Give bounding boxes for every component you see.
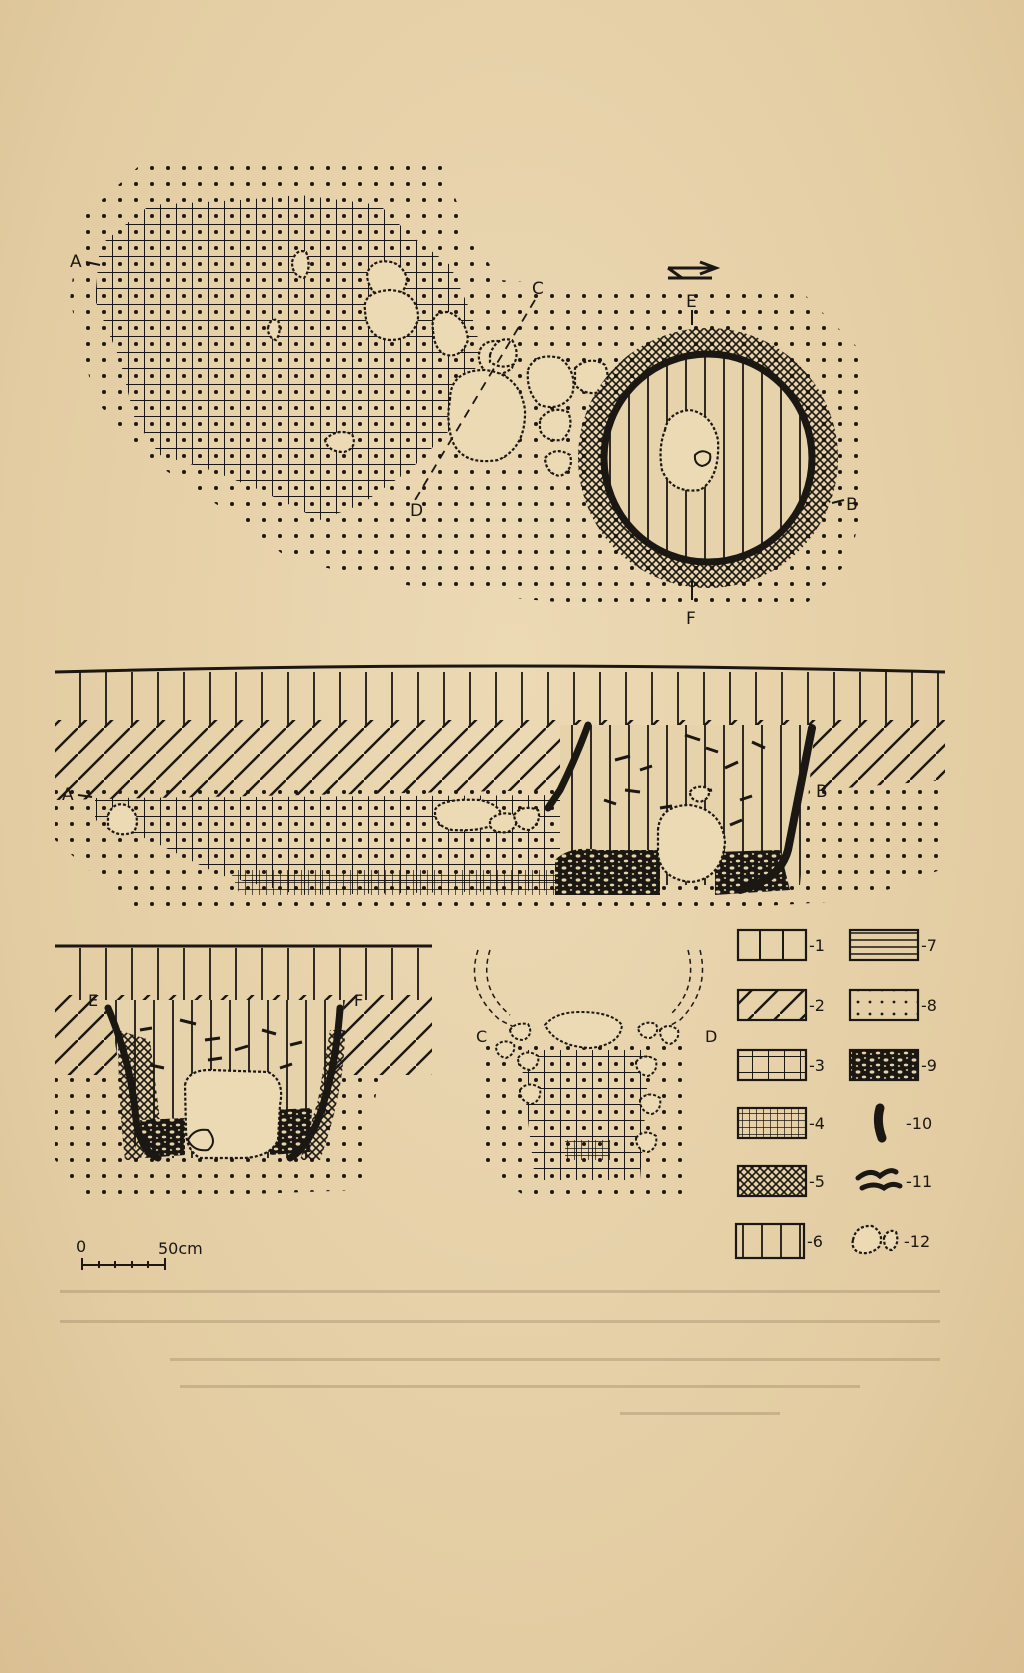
section-ef-charcoal-flecks xyxy=(139,1018,303,1070)
plan-view: A B C D E F xyxy=(70,160,870,629)
section-ef-topsoil xyxy=(55,948,432,1000)
section-ab-surface-line xyxy=(54,664,946,674)
legend-item-10: -10 xyxy=(873,1103,932,1143)
section-ab-gravel xyxy=(555,848,660,895)
north-arrow xyxy=(667,260,721,280)
plan-label-b: B xyxy=(846,495,858,515)
section-cd-label-c: C xyxy=(476,1027,487,1046)
section-ef-label-e: E xyxy=(88,991,98,1010)
section-cd-outline-right xyxy=(661,949,704,1031)
plan-label-e: E xyxy=(686,292,697,312)
section-cd-label-d: D xyxy=(705,1027,717,1046)
legend-label-8: -8 xyxy=(921,996,937,1015)
section-cd-stones xyxy=(494,1010,680,1154)
legend-label-2: -2 xyxy=(809,996,825,1015)
plan-tick-b xyxy=(831,499,845,504)
section-ab-pit-wall-left xyxy=(544,721,592,812)
legend-label-4: -4 xyxy=(809,1114,825,1133)
legend-label-6: -6 xyxy=(807,1232,823,1251)
plan-label-a: A xyxy=(70,252,82,272)
section-ab-stones xyxy=(106,785,727,884)
legend-item-8: -8 xyxy=(848,988,937,1022)
legend-item-7: -7 xyxy=(848,928,937,962)
legend-item-6: -6 xyxy=(734,1222,823,1260)
plan-label-d: D xyxy=(410,501,423,521)
section-ef-wall-left xyxy=(104,1004,162,1162)
legend-item-5: -5 xyxy=(736,1164,825,1198)
legend-item-1: -1 xyxy=(736,928,825,962)
legend-label-10: -10 xyxy=(906,1114,932,1133)
legend-item-12: -12 xyxy=(851,1224,930,1255)
section-ab-topsoil xyxy=(55,672,945,725)
bleed-through-line xyxy=(180,1385,860,1388)
section-cd: C D xyxy=(473,949,717,1200)
section-ef-label-f: F xyxy=(354,991,363,1010)
section-ab-label-b: B xyxy=(816,782,828,802)
scale-bar-ticks xyxy=(81,1258,166,1270)
section-ab-pit-wall-right xyxy=(736,724,816,894)
section-cd-outline-left-inner xyxy=(486,949,511,1016)
section-ab-fine-grid xyxy=(230,870,560,895)
bleed-through-line xyxy=(60,1320,940,1323)
legend-item-2: -2 xyxy=(736,988,825,1022)
bleed-through-line xyxy=(170,1358,940,1361)
section-ef: E F xyxy=(55,944,432,1200)
section-cd-grid xyxy=(520,1050,650,1180)
section-line-cd xyxy=(414,299,536,501)
legend-label-7: -7 xyxy=(921,936,937,955)
legend-label-5: -5 xyxy=(809,1172,825,1191)
section-ef-wall-right xyxy=(286,1004,344,1162)
scale-bar-end: 50cm xyxy=(158,1239,203,1258)
bleed-through-line xyxy=(620,1412,780,1415)
scale-bar-start: 0 xyxy=(76,1237,86,1256)
pit-central-stone xyxy=(659,408,720,492)
legend-label-3: -3 xyxy=(809,1056,825,1075)
section-ab: A B xyxy=(54,664,946,915)
legend-item-3: -3 xyxy=(736,1048,825,1082)
section-ab-tick-a xyxy=(77,794,93,798)
legend-label-1: -1 xyxy=(809,936,825,955)
legend-item-11: -11 xyxy=(855,1168,932,1192)
pit-small-stone xyxy=(693,450,712,468)
legend-label-11: -11 xyxy=(906,1172,932,1191)
section-ef-small-stone xyxy=(186,1128,214,1152)
section-ab-gravel-right xyxy=(715,850,790,895)
section-cd-fine-grid xyxy=(565,1140,610,1160)
plan-label-c: C xyxy=(532,279,544,299)
plan-label-f: F xyxy=(686,609,696,629)
section-cd-outline-left xyxy=(473,949,521,1031)
legend-label-9: -9 xyxy=(921,1056,937,1075)
legend-item-9: -9 xyxy=(848,1048,937,1082)
section-ab-pit-vlines xyxy=(560,725,815,885)
legend: -1 -2 -3 -4 -5 -6 -7 -8 xyxy=(734,928,937,1260)
legend-item-4: -4 xyxy=(736,1106,825,1140)
section-ef-gravel-left xyxy=(140,1118,185,1158)
section-cd-outline-right-inner xyxy=(669,949,692,1016)
bleed-through-line xyxy=(60,1290,940,1293)
legend-label-12: -12 xyxy=(904,1232,930,1251)
section-ab-label-a: A xyxy=(62,785,74,805)
pit-wall-outline xyxy=(600,350,816,566)
scale-bar: 0 50cm xyxy=(76,1237,203,1270)
plan-tick-a xyxy=(85,261,101,266)
